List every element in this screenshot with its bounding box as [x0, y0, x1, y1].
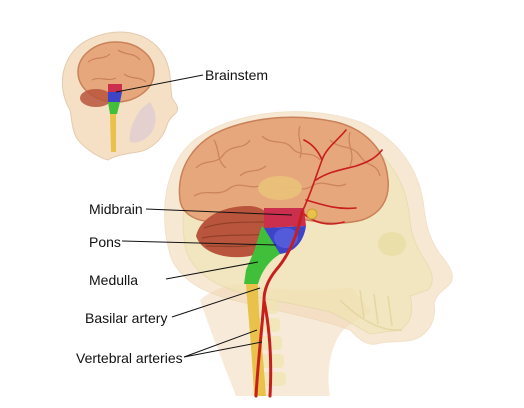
inset-head: [61, 31, 179, 161]
spinal-cord: [246, 284, 266, 396]
main-head: [164, 111, 453, 398]
label-basilar-artery: Basilar artery: [85, 310, 168, 326]
inset-cerebrum-gyri: [87, 49, 147, 83]
leader-brainstem: [115, 74, 204, 93]
inset-medulla: [108, 102, 120, 114]
midbrain: [264, 208, 306, 228]
vertebral-artery-right: [262, 298, 273, 398]
leader-basilar-artery: [171, 287, 261, 318]
inset-midbrain: [108, 84, 122, 92]
leader-pons: [121, 240, 277, 246]
label-pons: Pons: [89, 234, 121, 250]
vertebral-artery-left: [254, 298, 266, 398]
leader-midbrain: [145, 208, 293, 216]
leader-vertebral-left: [183, 329, 258, 358]
arterial-node: [306, 208, 318, 220]
basilar-artery-vessel: [262, 210, 304, 302]
label-midbrain: Midbrain: [89, 201, 143, 217]
inset-pons: [108, 92, 122, 102]
label-vertebral-arteries: Vertebral arteries: [76, 350, 183, 366]
inset-cerebellum: [80, 89, 112, 107]
label-medulla: Medulla: [89, 272, 139, 288]
medulla: [244, 226, 280, 284]
cerebral-artery-branches: [301, 129, 383, 225]
arteries: [254, 129, 383, 398]
leader-medulla: [165, 261, 259, 280]
inset-spinal-cord: [110, 114, 116, 152]
leader-lines: [115, 74, 293, 358]
leader-vertebral-right: [183, 341, 263, 358]
inset-face-detail: [129, 102, 156, 143]
thalamus: [258, 176, 302, 200]
jaw-line: [339, 289, 403, 331]
label-brainstem: Brainstem: [205, 67, 269, 83]
eye-orbit: [378, 232, 406, 256]
